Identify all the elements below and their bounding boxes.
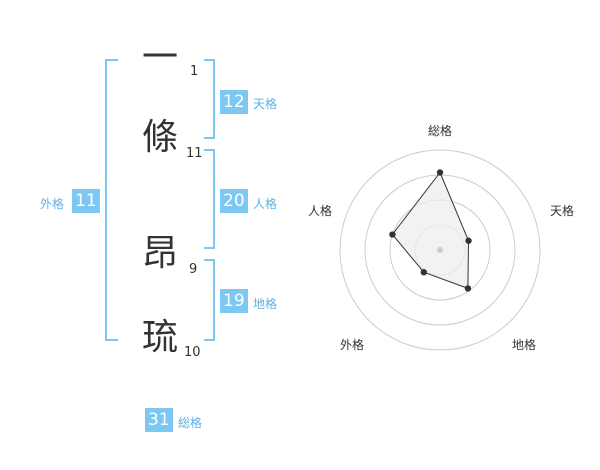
radar-point	[436, 169, 444, 176]
name-char-3-strokes: 9	[189, 262, 198, 277]
name-char-2-strokes: 11	[186, 146, 203, 161]
radar-polygon	[391, 171, 470, 290]
radar-point	[465, 237, 472, 244]
name-char-3: 昂	[141, 233, 178, 274]
radar-axis-label: 人格	[308, 204, 333, 218]
chikaku-bracket	[204, 259, 215, 341]
radar-center-dot	[437, 247, 443, 253]
gaikaku-bracket	[105, 59, 118, 341]
gaikaku-value: 11	[72, 189, 100, 213]
tenkaku-label: 天格	[253, 97, 278, 111]
radar-axis-label: 地格	[512, 338, 537, 352]
radar-axis-label: 外格	[340, 338, 365, 352]
name-char-4: 琉	[141, 317, 178, 358]
jinkaku-label: 人格	[253, 197, 278, 211]
name-char-4-strokes: 10	[184, 345, 201, 360]
radar-point	[464, 285, 472, 292]
name-char-1-strokes: 1	[190, 64, 199, 79]
tenkaku-bracket	[204, 59, 215, 139]
soukaku-label: 総格	[178, 416, 203, 430]
name-char-1: 一	[141, 37, 178, 78]
radar-points	[389, 169, 472, 292]
radar-ring	[339, 149, 541, 351]
name-char-2: 條	[141, 117, 178, 158]
radar-point	[420, 269, 428, 276]
gaikaku-label: 外格	[40, 197, 65, 211]
radar-axis-label: 総格	[428, 124, 453, 138]
soukaku-value: 31	[145, 408, 173, 432]
chikaku-value: 19	[220, 289, 248, 313]
radar-axis-label: 天格	[550, 204, 575, 218]
radar-point	[389, 231, 396, 238]
jinkaku-value: 20	[220, 189, 248, 213]
chikaku-label: 地格	[253, 297, 278, 311]
tenkaku-value: 12	[220, 90, 248, 114]
jinkaku-bracket	[204, 149, 215, 249]
